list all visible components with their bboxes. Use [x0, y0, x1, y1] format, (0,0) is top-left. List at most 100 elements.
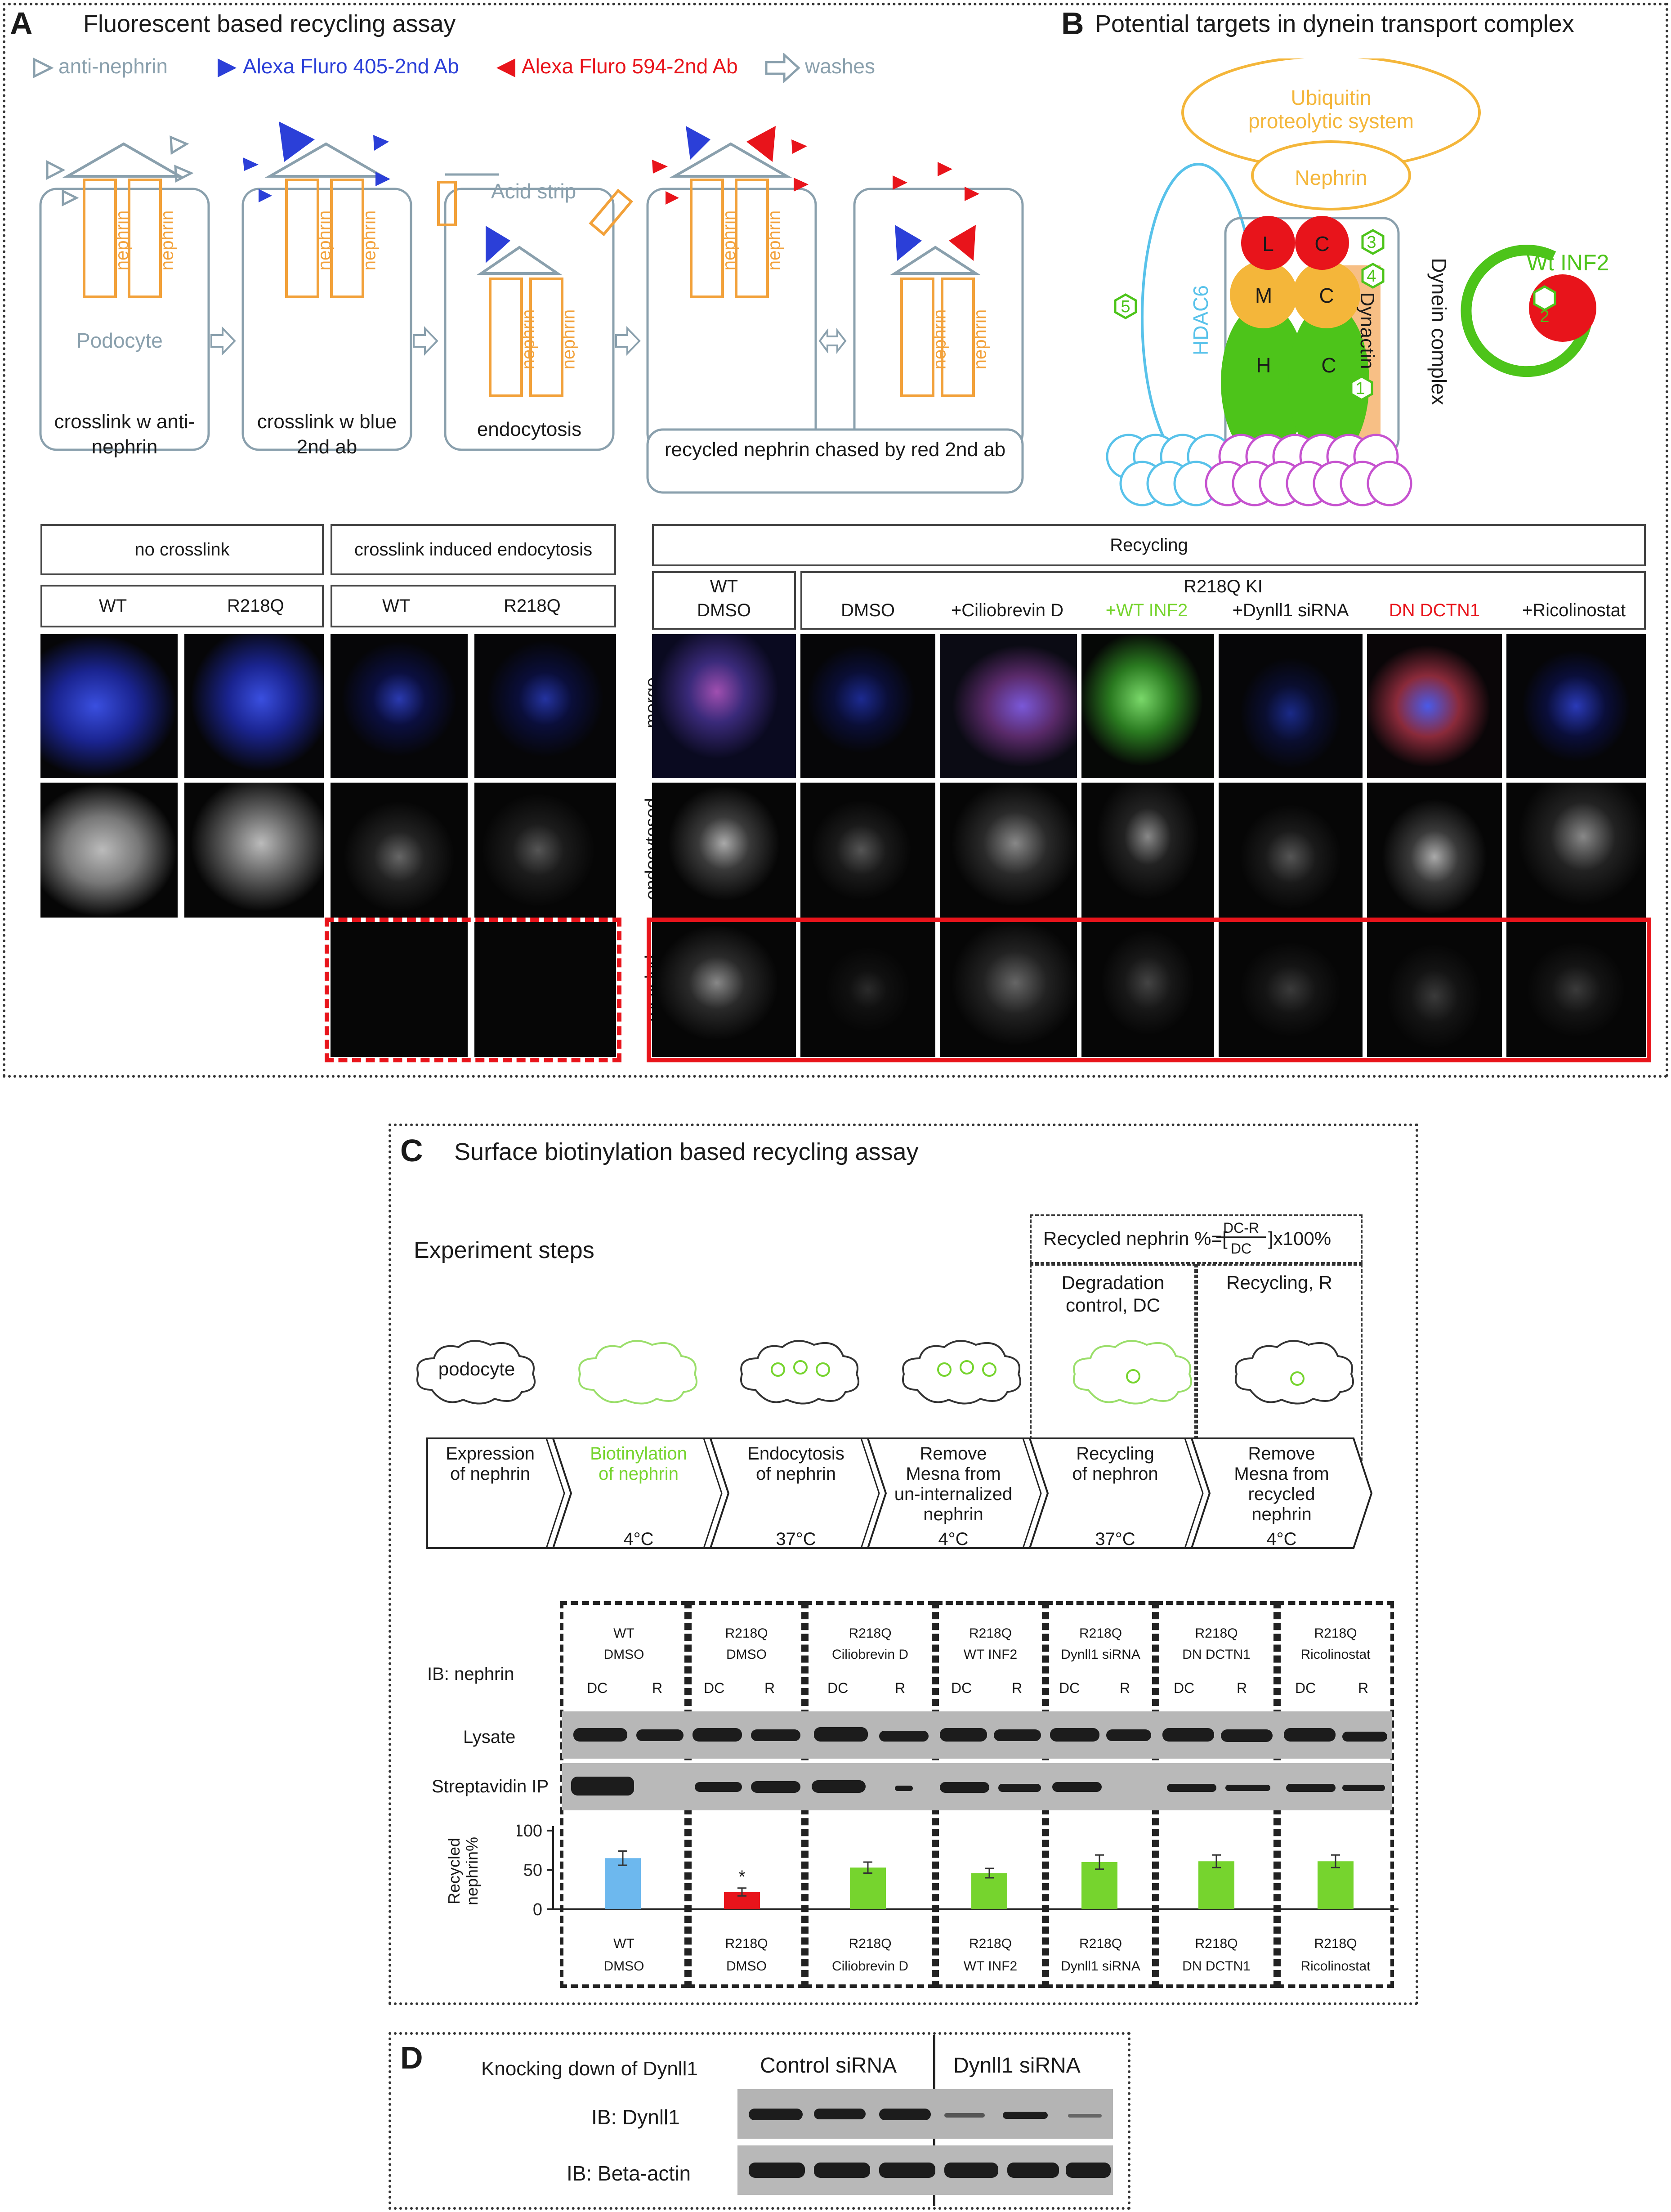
- group-6-top: R218Q: [1195, 1626, 1238, 1641]
- cell-label-3: endocytosis: [477, 418, 582, 440]
- site-4: 4: [1367, 267, 1376, 286]
- step-1-line-2: of nephrin: [450, 1464, 530, 1484]
- legend-anti-nephrin-icon: [33, 57, 54, 79]
- actin-band: [944, 2163, 998, 2178]
- step-6-line-1: Remove: [1248, 1444, 1315, 1464]
- strep-band: [1342, 1785, 1385, 1791]
- nephrin-label: nephrin: [929, 309, 950, 370]
- experiment-steps-label: Experiment steps: [414, 1237, 594, 1263]
- cell-label-2: crosslink w blue 2nd ab: [257, 411, 397, 458]
- lysate-band: [1050, 1728, 1099, 1742]
- header-r218q-ki: [800, 571, 1646, 630]
- group-4-bottom: WT INF2: [963, 1959, 1018, 1974]
- formula-denominator: DC: [1230, 1240, 1252, 1257]
- micrograph-recycled-ciliobrevin: [940, 922, 1077, 1057]
- lysate-band: [994, 1729, 1041, 1741]
- condition-ricolinostat: +Ricolinostat: [1522, 600, 1626, 620]
- group-6-bottom: DN DCTN1: [1182, 1647, 1251, 1662]
- group-5-bottom: Dynll1 siRNA: [1061, 1959, 1140, 1974]
- recycled-highlight-right: [647, 918, 1651, 1062]
- step-6-line-4: nephrin: [1251, 1505, 1312, 1524]
- panel-c-letter: C: [400, 1133, 423, 1168]
- strep-band: [1052, 1782, 1102, 1792]
- lane-r: R: [652, 1680, 663, 1696]
- micrograph-merge-wt-inf2: [1081, 634, 1214, 778]
- lane-r: R: [895, 1680, 906, 1696]
- legend-washes-icon: [765, 53, 800, 83]
- dynein-complex-label: Dynein complex: [1427, 258, 1451, 405]
- bar: [971, 1873, 1007, 1909]
- dynll1-band: [814, 2109, 866, 2119]
- dc-label-1: Degradation: [1061, 1272, 1165, 1293]
- podocyte-label: Podocyte: [76, 329, 163, 352]
- group-6-bottom: DN DCTN1: [1182, 1959, 1251, 1974]
- group-7-bottom: Ricolinostat: [1300, 1959, 1371, 1974]
- legend-red-ab: Alexa Fluro 594-2nd Ab: [522, 54, 738, 78]
- significance-marker: *: [738, 1867, 746, 1887]
- micrograph-recycled-dmso: [800, 922, 935, 1057]
- strep-band: [1225, 1785, 1270, 1791]
- nephrin-label: nephrin: [112, 210, 132, 271]
- micrograph-endo-ciliobrevin: [940, 783, 1077, 918]
- micrograph-endo-r218q-recycled: [474, 922, 616, 1057]
- micrograph-endo-dynll1: [1219, 783, 1363, 918]
- header-wt-dmso-1: WT: [710, 577, 738, 596]
- panel-a-letter: A: [10, 6, 33, 41]
- micrograph-recycled-dn-dctn1: [1367, 922, 1502, 1057]
- wt-inf2-label: Wt INF2: [1527, 250, 1609, 275]
- condition-wt-inf2: +WT INF2: [1105, 600, 1188, 620]
- header-crosslink-endo-text: crosslink induced endocytosis: [354, 540, 593, 560]
- panel-a-title: Fluorescent based recycling assay: [83, 10, 456, 37]
- step-4-line-2: Mesna from: [906, 1464, 1001, 1484]
- nephrin-b: Nephrin: [1295, 166, 1367, 189]
- panel-a-schematic: [39, 121, 1024, 494]
- group-3-top: R218Q: [849, 1936, 892, 1951]
- header-wt-dmso: [652, 571, 796, 630]
- strep-band: [571, 1777, 634, 1796]
- ups-line-1: Ubiquitin: [1291, 86, 1372, 109]
- micrograph-recycled-ricolinostat: [1506, 922, 1646, 1057]
- group-6-top: R218Q: [1195, 1936, 1238, 1951]
- step-5-line-1: Recycling: [1076, 1444, 1154, 1464]
- chain-m: M: [1255, 284, 1273, 307]
- strep-label: Streptavidin IP: [432, 1777, 549, 1796]
- header-wt: WT: [99, 596, 127, 616]
- r-label: Recycling, R: [1226, 1272, 1332, 1293]
- ups-line-2: proteolytic system: [1248, 109, 1414, 133]
- group-2-bottom: DMSO: [726, 1959, 767, 1974]
- lane-dc: DC: [827, 1680, 849, 1696]
- lane-r: R: [764, 1680, 775, 1696]
- header-wt-dmso-2: DMSO: [697, 600, 751, 620]
- lysate-band: [814, 1727, 868, 1742]
- header-no-crosslink-text: no crosslink: [134, 540, 230, 560]
- step-4-line-4: nephrin: [923, 1505, 983, 1524]
- chart-ylabel: Recycled nephrin%: [445, 1836, 481, 1906]
- dynein-complex-diagram: [1106, 58, 1596, 506]
- group-4-top: R218Q: [969, 1936, 1012, 1951]
- group-1-bottom: DMSO: [603, 1959, 644, 1974]
- step-6-line-2: Mesna from: [1234, 1464, 1329, 1484]
- header-wt: WT: [382, 596, 411, 616]
- group-1-top: WT: [613, 1626, 634, 1641]
- lysate-band: [879, 1731, 929, 1742]
- group-7-top: R218Q: [1314, 1936, 1357, 1951]
- lysate-band: [573, 1728, 627, 1742]
- group-1-bottom: DMSO: [603, 1647, 644, 1662]
- group-3-bottom: Ciliobrevin D: [831, 1959, 909, 1974]
- step-6-temp: 4°C: [1266, 1529, 1297, 1549]
- cell-label-4: recycled nephrin chased by red 2nd ab: [664, 439, 1006, 461]
- strep-band: [1167, 1784, 1216, 1792]
- micrograph-endo-wt: [652, 783, 796, 918]
- site-2: 2: [1540, 307, 1550, 326]
- lane-dc: DC: [1059, 1680, 1080, 1696]
- recycled-highlight-left: [325, 918, 621, 1062]
- panel-b-title: Potential targets in dynein transport co…: [1095, 10, 1574, 37]
- nephrin-label: nephrin: [970, 309, 990, 370]
- micrograph-wt-blue: [40, 634, 178, 778]
- lysate-band: [1221, 1729, 1273, 1742]
- site-1: 1: [1355, 379, 1365, 398]
- group-2-top: R218Q: [725, 1626, 768, 1641]
- chain-l: L: [1262, 232, 1274, 255]
- micrograph-merge-dn-dctn1: [1367, 634, 1502, 778]
- group-5-top: R218Q: [1079, 1936, 1122, 1951]
